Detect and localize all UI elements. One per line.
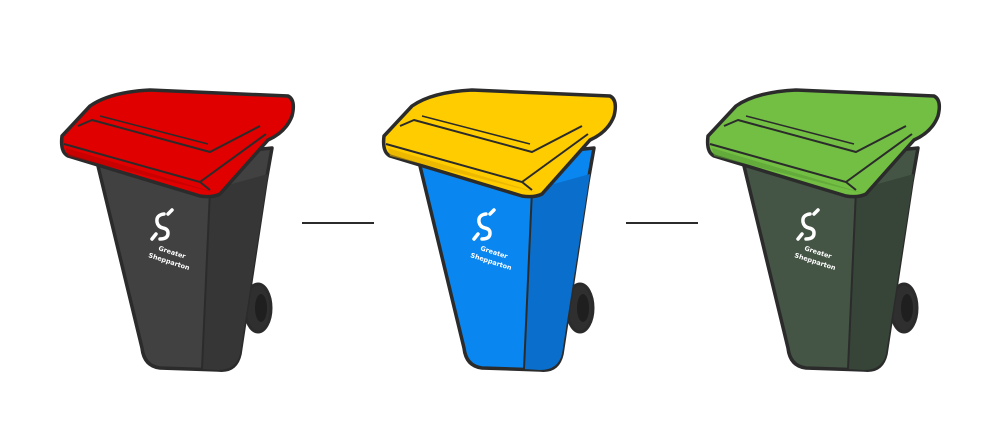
bin-lid — [59, 88, 296, 199]
connector-line — [626, 222, 698, 224]
bin-body — [418, 146, 596, 372]
bin-lid — [381, 88, 618, 199]
bin-lid — [705, 88, 942, 199]
bin-body — [96, 146, 274, 372]
wheel-icon — [243, 282, 273, 334]
wheel-icon — [565, 282, 595, 334]
bin-body — [742, 146, 920, 372]
connector-line — [302, 222, 374, 224]
